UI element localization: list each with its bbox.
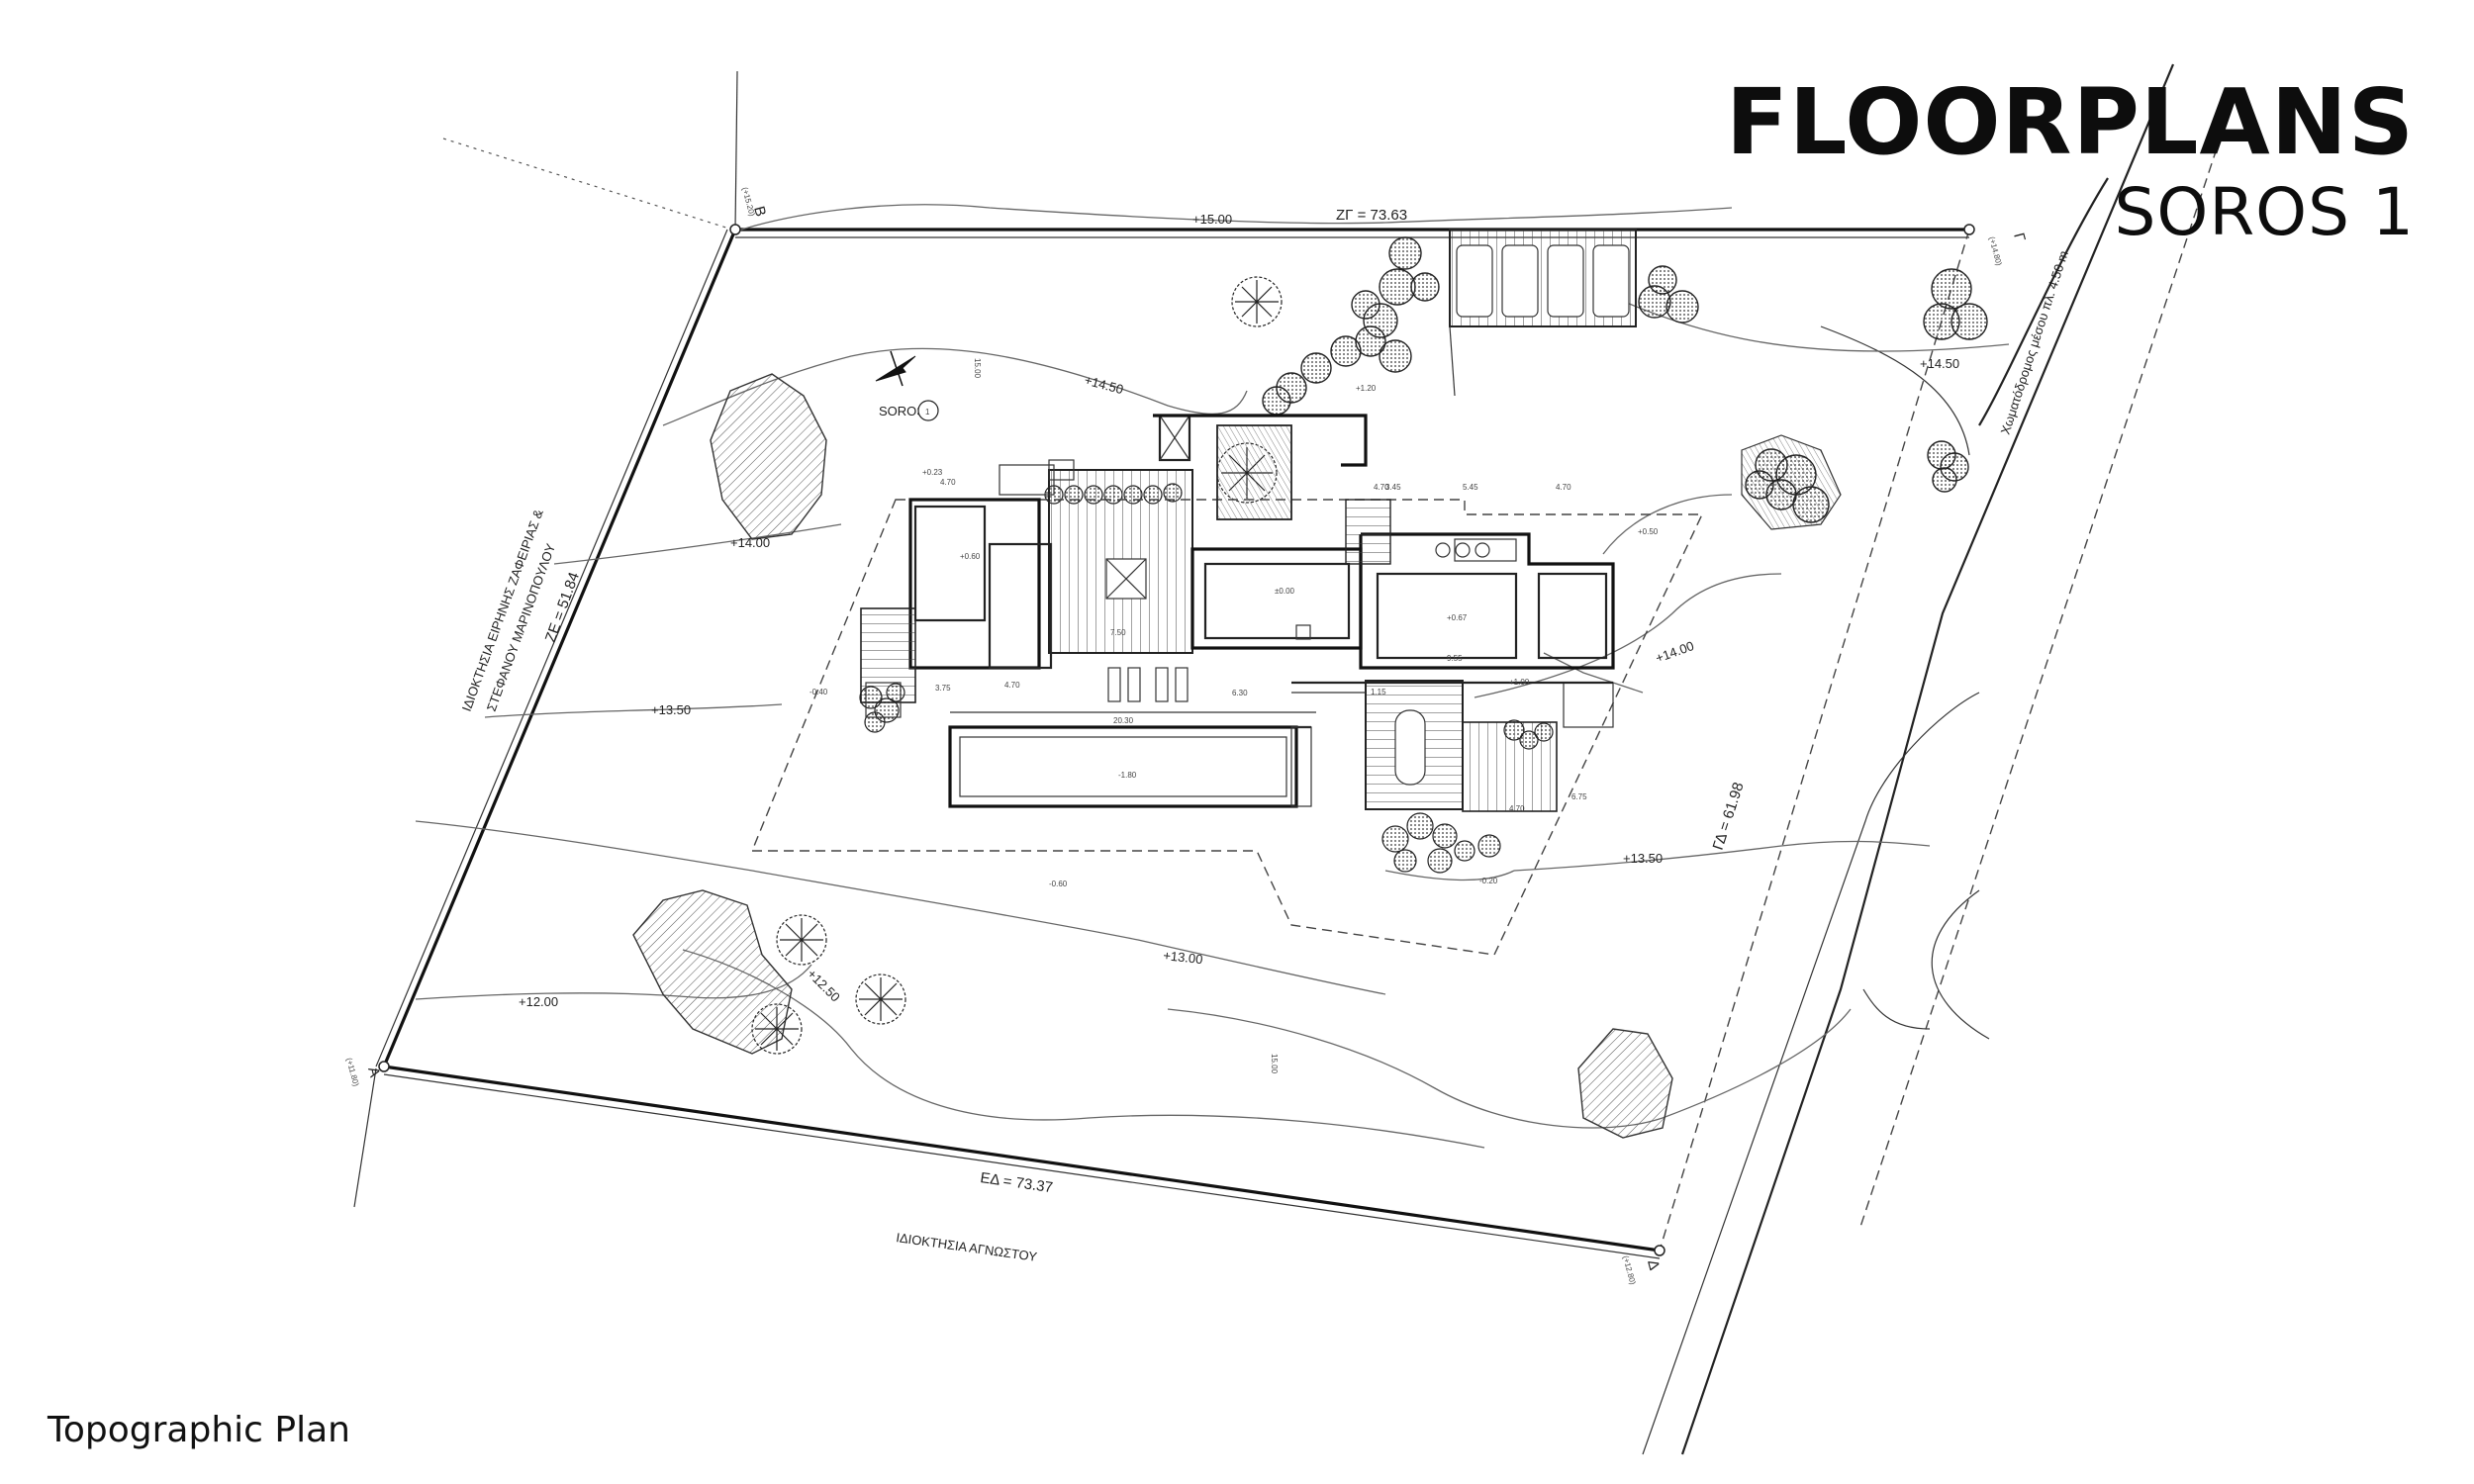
dim-12: 15.00 (973, 358, 982, 379)
level-5: -0.40 (809, 688, 828, 696)
dim-15: 3.45 (1385, 483, 1401, 492)
tree-cluster-north (1262, 236, 1440, 416)
dim-8: 9.55 (1447, 654, 1463, 663)
tree-star-a (1231, 276, 1283, 327)
level-3: +0.67 (1447, 613, 1468, 622)
contour-label-1350a: +13.50 (651, 702, 691, 717)
corner-markers: B (+15.20) Γ (+14.80) A (+11.80) Δ (+12.… (344, 186, 2029, 1286)
building (750, 414, 1704, 956)
corner-d-elev: (+12.80) (1621, 1254, 1638, 1286)
dim-10: 4.70 (1374, 483, 1389, 492)
contour-lines (415, 204, 2010, 1149)
dim-1: 6.30 (1232, 689, 1248, 697)
corner-a-label: A (364, 1066, 383, 1079)
property-boundary (353, 70, 1970, 1259)
corner-b-elev: (+15.20) (740, 186, 757, 218)
south-deck (1291, 680, 1614, 812)
dim-2: 7.50 (1110, 628, 1126, 637)
dim-3: 4.70 (940, 478, 956, 487)
contour-label-15: +15.00 (1192, 212, 1232, 227)
contour-label-13: +13.00 (1163, 948, 1203, 967)
level-8: +0.23 (922, 468, 943, 477)
dim-11: 6.75 (1571, 792, 1587, 801)
hatched-areas (632, 373, 1842, 1139)
level-7: -0.20 (1479, 877, 1498, 885)
contour-label-1450a: +14.50 (1083, 372, 1125, 397)
dim-7: 4.70 (1556, 483, 1571, 492)
page-title: FLOORPLANS (1726, 69, 2415, 175)
level-10: +1.20 (1356, 384, 1377, 393)
corner-d-label: Δ (1644, 1258, 1663, 1272)
plot-number: 1 (925, 408, 930, 417)
level-4: +1.00 (1509, 678, 1530, 687)
boundary-zg: ΖΓ = 73.63 (1336, 207, 1407, 224)
trees (751, 236, 1988, 1055)
level-9: +0.50 (1638, 527, 1659, 536)
level-2: +0.60 (960, 552, 981, 561)
dim-pool-length: 20.30 (1113, 716, 1134, 725)
plan-caption: Topographic Plan (48, 1410, 350, 1450)
sun-loungers (1107, 667, 1189, 702)
west-wing (860, 498, 1053, 718)
dim-9: 3.75 (935, 684, 951, 693)
dim-14: 1.15 (1371, 688, 1386, 696)
plot-name: SOROS 1 (879, 400, 939, 421)
dim-13: 15.00 (1270, 1054, 1279, 1074)
contour-label-14a: +14.00 (730, 535, 770, 550)
level-pool: -1.80 (1118, 771, 1137, 780)
boundary-gd: ΓΔ = 61.98 (1710, 781, 1748, 853)
tree-cluster-garage (1638, 265, 1988, 493)
north-arrow (875, 350, 916, 387)
swimming-pool (948, 711, 1316, 808)
living-room (1190, 547, 1363, 650)
level-markers: -1.80 ±0.00 +0.60 +0.67 +1.00 -0.40 -0.6… (809, 384, 1659, 888)
level-1: ±0.00 (1275, 587, 1295, 596)
corner-a-elev: (+11.80) (344, 1057, 360, 1087)
dim-4: 4.70 (1004, 681, 1020, 690)
central-terrace (999, 414, 1368, 654)
tree-cluster-east (1745, 448, 1830, 523)
carport (1449, 229, 1637, 397)
boundary-ed: ΕΔ = 73.37 (979, 1169, 1053, 1196)
boundary-dimensions: ΖΓ = 73.63 ΖΕ = 51.84 ΕΔ = 73.37 ΓΔ = 61… (542, 207, 1748, 1196)
page-subtitle: SOROS 1 (2114, 174, 2415, 250)
dim-6: 5.45 (1463, 483, 1478, 492)
contour-labels: +15.00 +14.50 +14.50 +14.00 +14.00 +13.5… (519, 212, 1959, 1009)
east-wing (1345, 499, 1615, 670)
dim-5: 4.70 (1509, 804, 1525, 813)
contour-label-1450b: +14.50 (1920, 356, 1959, 371)
corner-b-label: B (750, 205, 769, 219)
contour-label-14b: +14.00 (1654, 638, 1696, 666)
neighbor-south: ΙΔΙΟΚΤΗΣΙΑ ΑΓΝΩΣΤΟΥ (896, 1230, 1039, 1264)
contour-label-1250: +12.50 (805, 967, 843, 1005)
title-block: FLOORPLANS SOROS 1 (1726, 77, 2415, 245)
road-label: Χωματόδρομος μέσου πλ. 4.50 m (1998, 248, 2071, 435)
road (1642, 63, 2218, 1455)
contour-label-1350b: +13.50 (1623, 851, 1663, 866)
level-6: -0.60 (1049, 880, 1068, 888)
plot-name-text: SOROS (879, 404, 925, 418)
contour-label-12: +12.00 (519, 994, 558, 1009)
building-dimensions: 20.30 6.30 7.50 4.70 4.70 4.70 5.45 4.70… (935, 358, 1587, 1074)
